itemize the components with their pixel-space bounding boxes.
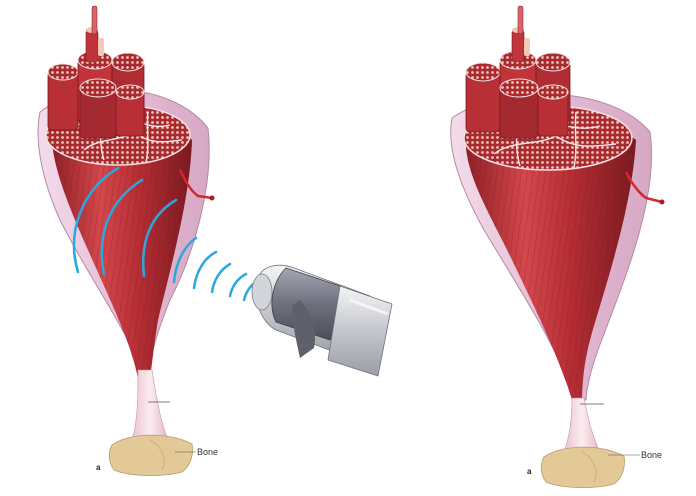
left-panel-letter: a (96, 463, 101, 472)
right-panel-letter: a (527, 467, 532, 476)
left-bone (108, 434, 193, 477)
right-blood-vessel (624, 171, 663, 204)
left-muscle: Bone a (37, 5, 218, 477)
right-bone (540, 446, 625, 489)
right-tendon (563, 397, 601, 453)
left-bone-label: Bone (197, 447, 218, 457)
left-tendon (131, 369, 169, 441)
ultrasound-probe-icon (251, 264, 393, 377)
right-muscle: Bone a (450, 5, 665, 489)
right-bone-label: Bone (641, 450, 662, 460)
left-fascicle-bundles (47, 5, 145, 139)
right-fascicle-bundles (465, 5, 571, 139)
left-blood-vessel (178, 169, 213, 200)
